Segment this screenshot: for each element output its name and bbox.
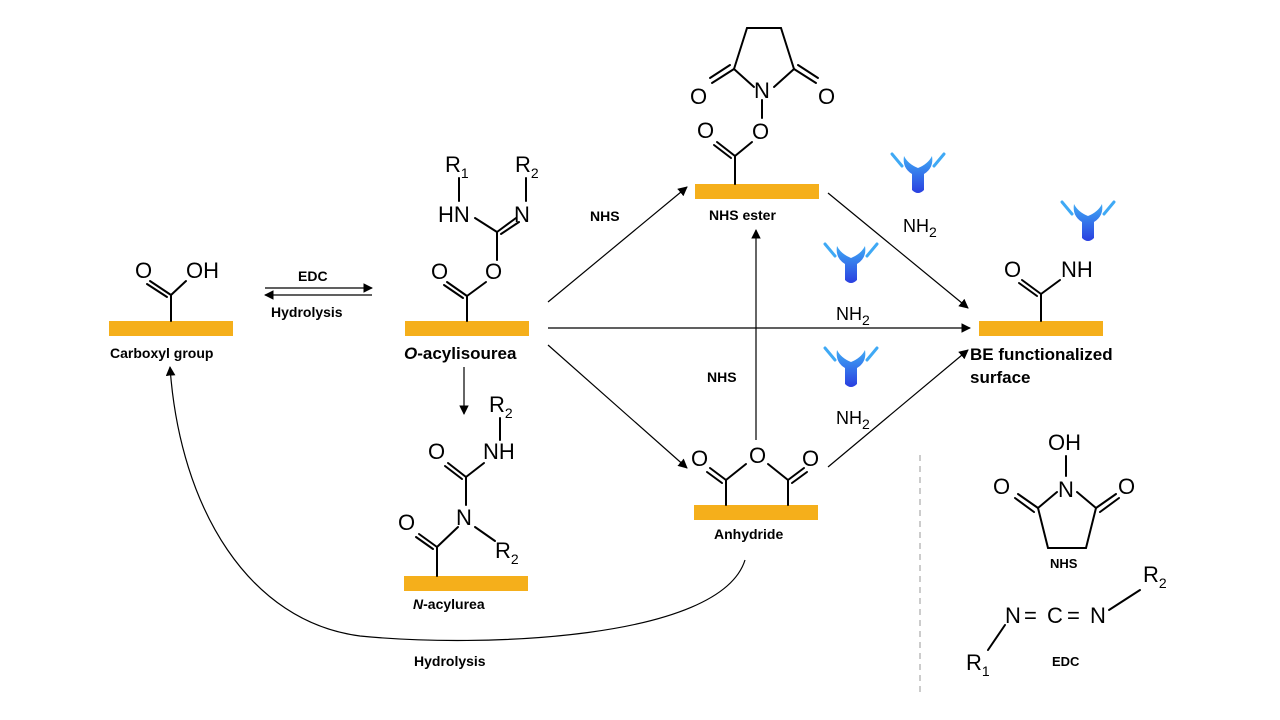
edc-r1: R1 (966, 650, 990, 679)
acylurea-o2: O (428, 439, 445, 464)
antibody-top-nh2: NH2 (903, 216, 937, 240)
anhydride-o-bridge: O (749, 443, 766, 468)
be-surface-label-line2: surface (970, 368, 1030, 387)
carboxyl-oh: OH (186, 258, 219, 283)
arrow-to-anhydride (547, 344, 688, 469)
acylisourea-r2: R2 (515, 152, 539, 181)
anhydride-surface (694, 505, 818, 520)
edc-n-left: N (1005, 603, 1021, 628)
be-surface-label-line1: BE functionalized (970, 345, 1113, 364)
nhs-reagent-label-middle: NHS (707, 369, 737, 385)
anhydride-o-right: O (802, 446, 819, 471)
acylurea-structure: O N R2 O NH R2 N-acylurea (398, 392, 528, 612)
be-surface (979, 321, 1103, 336)
nhs-ester-o-left: O (690, 84, 707, 109)
acylisourea-structure: O O HN N R1 R2 O-acylisourea (404, 152, 539, 363)
carboxyl-o: O (135, 258, 152, 283)
acylurea-o1: O (398, 510, 415, 535)
nhs-reagent-n: N (1058, 477, 1074, 502)
edc-eq1: = (1024, 603, 1037, 628)
nhs-reagent-o-right: O (1118, 474, 1135, 499)
acylisourea-o-carbonyl: O (431, 259, 448, 284)
nhs-ester-n: N (754, 78, 770, 103)
nhs-reagent-caption: NHS (1050, 556, 1078, 571)
nhs-reagent-label-top: NHS (590, 208, 620, 224)
edc-equilibrium: EDC Hydrolysis (264, 268, 373, 320)
antibody-bottom-nh2: NH2 (836, 408, 870, 432)
acylurea-surface (404, 576, 528, 591)
edc-reagent-label: EDC (298, 268, 328, 284)
acylisourea-o-ester: O (485, 259, 502, 284)
arrow-nhs-ester-to-be (827, 192, 969, 309)
acylurea-r2-bottom: R2 (495, 538, 519, 567)
edc-reagent-caption: EDC (1052, 654, 1080, 669)
acylisourea-n: N (514, 202, 530, 227)
acylisourea-label: O-acylisourea (404, 344, 517, 363)
edc-eq2: = (1067, 603, 1080, 628)
antibody-middle-nh2: NH2 (836, 304, 870, 328)
hydrolysis-bottom-label: Hydrolysis (414, 653, 486, 669)
be-surface-o: O (1004, 257, 1021, 282)
carboxyl-surface (109, 321, 233, 336)
hydrolysis-reagent-label: Hydrolysis (271, 304, 343, 320)
nhs-reagent-structure: OH N O O NHS (993, 430, 1135, 571)
edc-n-right: N (1090, 603, 1106, 628)
acylisourea-hn: HN (438, 202, 470, 227)
anhydride-structure: O O O Anhydride (691, 443, 819, 542)
acylurea-nh: NH (483, 439, 515, 464)
be-surface-nh: NH (1061, 257, 1093, 282)
antibody-middle (823, 242, 879, 285)
arrow-anhydride-to-be (827, 349, 969, 468)
acylurea-r2-top: R2 (489, 392, 513, 421)
acylisourea-surface (405, 321, 529, 336)
edc-reagent-structure: R2 N = C = N R1 EDC (966, 562, 1167, 679)
nhs-reagent-oh: OH (1048, 430, 1081, 455)
carboxyl-label: Carboxyl group (110, 345, 213, 361)
antibody-bottom (823, 346, 879, 389)
hydrolysis-curve-arrow (165, 366, 746, 642)
be-surface-structure: O NH BE functionalized surface (970, 200, 1116, 387)
nhs-ester-structure: O O N O O NHS ester (690, 27, 835, 223)
carboxyl-structure: O OH Carboxyl group (109, 258, 233, 361)
acylurea-label: N-acylurea (413, 596, 485, 612)
nhs-ester-o-carbonyl: O (697, 118, 714, 143)
nhs-ester-label: NHS ester (709, 207, 776, 223)
nhs-ester-surface (695, 184, 819, 199)
edc-c: C (1047, 603, 1063, 628)
antibody-bound (1060, 200, 1116, 243)
nhs-ester-o-right: O (818, 84, 835, 109)
arrow-to-nhs-ester (547, 186, 688, 303)
edc-r2: R2 (1143, 562, 1167, 591)
acylisourea-r1: R1 (445, 152, 469, 181)
nhs-ester-o-link: O (752, 119, 769, 144)
antibody-top (890, 152, 946, 195)
nhs-reagent-o-left: O (993, 474, 1010, 499)
acylurea-n: N (456, 505, 472, 530)
anhydride-o-left: O (691, 446, 708, 471)
anhydride-label: Anhydride (714, 526, 783, 542)
